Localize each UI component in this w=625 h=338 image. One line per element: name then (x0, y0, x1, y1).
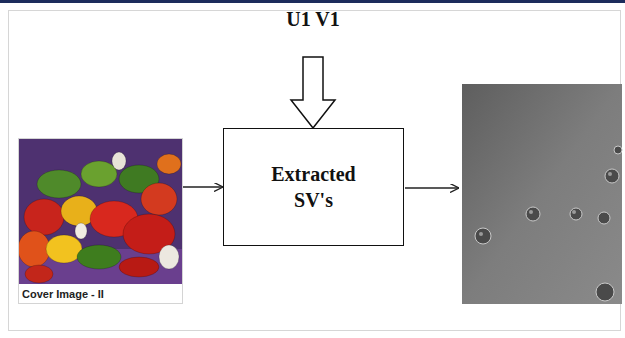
top-rule (0, 0, 625, 3)
peppers-image (19, 139, 182, 284)
flow-arrow (183, 186, 223, 187)
output-image (462, 84, 622, 304)
matrix-label: U1 V1 (286, 8, 340, 31)
process-box: Extracted SV's (223, 128, 404, 246)
image-figure: Cover Image - II (18, 138, 183, 304)
image-caption: Cover Image - II (19, 284, 182, 303)
output-arrow (405, 187, 459, 188)
box-label: Extracted SV's (262, 161, 366, 213)
hollow-arrow (291, 57, 335, 128)
